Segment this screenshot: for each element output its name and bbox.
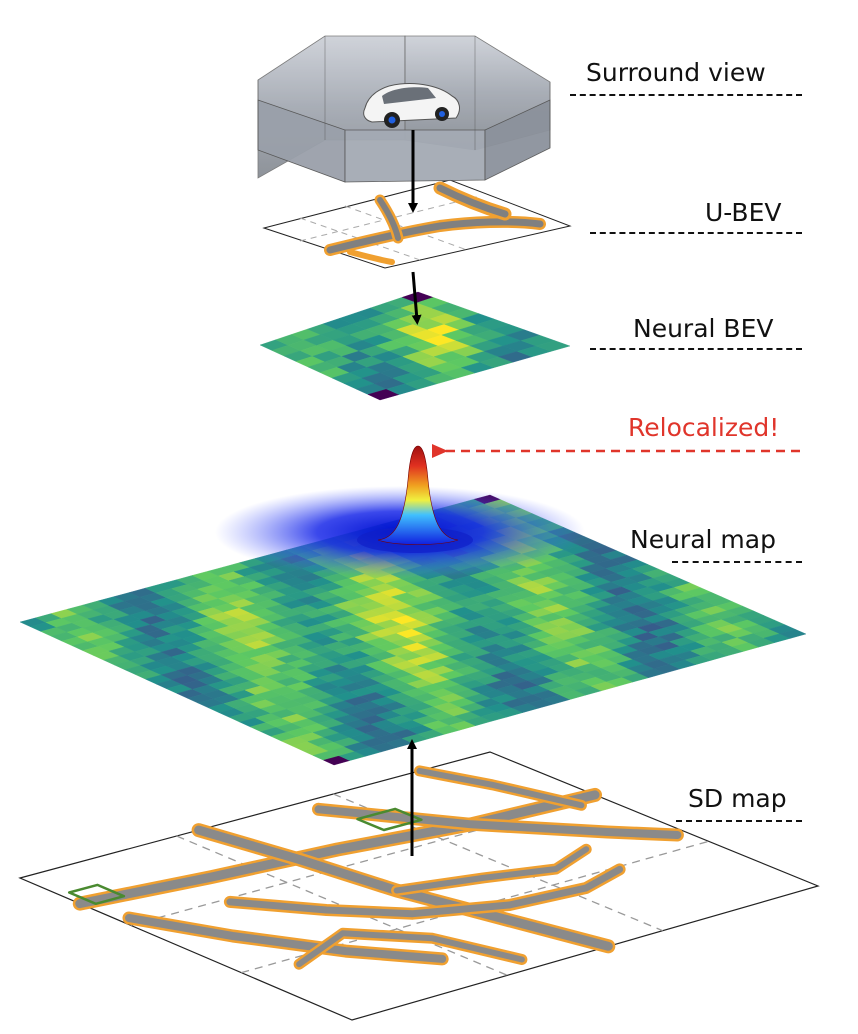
label-neural-map: Neural map bbox=[630, 525, 776, 554]
neural-bev-plane bbox=[259, 291, 571, 401]
label-neural-bev: Neural BEV bbox=[633, 314, 774, 343]
dash-surround-view bbox=[570, 94, 802, 96]
label-relocalized: Relocalized! bbox=[628, 413, 780, 442]
dash-u-bev bbox=[590, 232, 802, 234]
label-surround-view: Surround view bbox=[586, 58, 766, 87]
arrow-ubev-to-neuralbev bbox=[411, 271, 422, 325]
sd-map-grid-line bbox=[130, 796, 600, 926]
label-u-bev: U-BEV bbox=[705, 198, 782, 227]
sd-map-road bbox=[75, 790, 600, 909]
sd-map-grid-line bbox=[176, 835, 508, 976]
surround-view-panels bbox=[257, 35, 551, 183]
sd-map-road bbox=[296, 930, 525, 968]
sd-map-road bbox=[226, 865, 624, 918]
u-bev-plane bbox=[262, 179, 572, 269]
heatmap-cell bbox=[779, 629, 807, 639]
heatmap-cell bbox=[535, 340, 571, 352]
label-sd-map: SD map bbox=[688, 784, 787, 813]
probability-peak-icon bbox=[215, 445, 585, 578]
sd-map-park bbox=[67, 883, 126, 906]
dash-neural-map bbox=[672, 561, 802, 563]
sd-map-road bbox=[393, 846, 590, 894]
sd-map-road bbox=[416, 767, 585, 809]
sd-map-road bbox=[314, 805, 682, 839]
car-icon bbox=[363, 83, 460, 128]
sd-map-park bbox=[356, 807, 423, 832]
sd-map-plane bbox=[18, 751, 820, 1021]
sd-map-road bbox=[125, 914, 447, 963]
dash-neural-bev bbox=[590, 348, 802, 350]
dash-sd-map bbox=[676, 820, 802, 822]
